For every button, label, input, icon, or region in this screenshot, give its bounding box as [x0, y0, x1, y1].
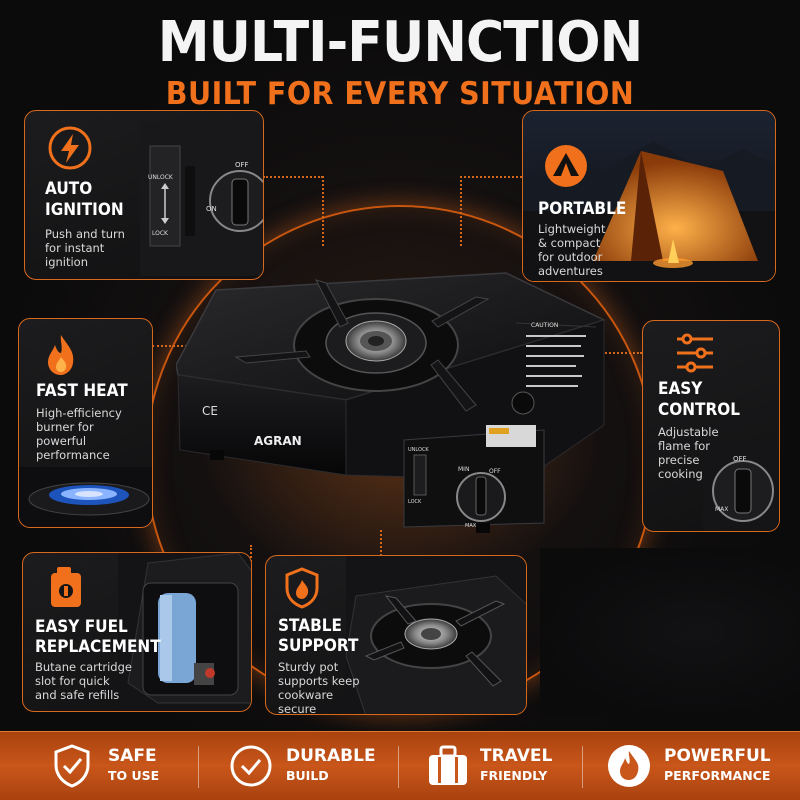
feature-desc: High-efficiency	[36, 406, 122, 420]
benefit-line1: POWERFUL	[664, 746, 771, 766]
connector-line	[322, 176, 324, 246]
lightning-icon	[48, 126, 92, 170]
ignition-knob-image: UNLOCK LOCK OFF ON	[140, 121, 263, 276]
feature-desc: secure	[278, 702, 317, 715]
benefit-line2: BUILD	[286, 768, 329, 783]
feature-desc: slot for quick	[35, 674, 110, 688]
benefit-line1: TRAVEL	[480, 746, 553, 766]
feature-desc: flame for	[658, 439, 711, 453]
brand-logo-text: AGRAN	[254, 434, 302, 448]
knob-max-label: MAX	[715, 506, 728, 513]
knob-off-label: OFF	[235, 161, 249, 169]
connector-line	[380, 530, 382, 560]
connector-line	[460, 176, 522, 178]
flame-badge-icon	[608, 745, 650, 787]
benefit-line1: DURABLE	[286, 746, 376, 766]
lock-lock-label: LOCK	[152, 230, 169, 237]
benefit-line1: SAFE	[108, 746, 157, 766]
knob-off-label: OFF	[733, 455, 747, 463]
feature-desc: adventures	[538, 264, 603, 278]
connector-line	[250, 545, 252, 565]
suitcase-icon	[429, 745, 467, 785]
knob-min-label: MIN	[458, 466, 469, 473]
tent-scene-image	[523, 111, 775, 281]
control-knob-image: OFF MAX	[703, 441, 779, 531]
benefit-line2: FRIENDLY	[480, 768, 548, 783]
feature-title: SUPPORT	[278, 636, 359, 656]
feature-desc: for instant	[45, 241, 105, 255]
feature-title: EASY	[658, 379, 703, 399]
ce-mark: CE	[202, 404, 218, 418]
feature-panel-portable: PORTABLE Lightweight & compact for outdo…	[522, 110, 776, 282]
feature-panel-stable-support: STABLE SUPPORT Sturdy pot supports keep …	[265, 555, 527, 715]
page-title: MULTI-FUNCTION	[157, 10, 644, 75]
flame-icon	[48, 335, 74, 375]
feature-desc: cooking	[658, 467, 703, 481]
feature-desc: ignition	[45, 255, 89, 269]
connector-line	[152, 345, 207, 347]
feature-title: STABLE	[278, 616, 342, 636]
caution-label: CAUTION	[531, 322, 558, 329]
benefit-line2: PERFORMANCE	[664, 768, 771, 783]
feature-desc: performance	[36, 448, 110, 462]
knob-off-label: OFF	[489, 468, 501, 475]
feature-desc: precise	[658, 453, 700, 467]
feature-panel-fast-heat: FAST HEAT High-efficiency burner for pow…	[18, 318, 153, 528]
feature-title: IGNITION	[45, 200, 124, 220]
stove-case-silhouette	[540, 548, 800, 718]
divider	[398, 746, 399, 788]
connector-line	[598, 352, 642, 354]
divider	[582, 746, 583, 788]
benefit-powerful: POWERFUL PERFORMANCE	[584, 732, 800, 800]
feature-title: EASY FUEL	[35, 617, 128, 637]
benefit-line2: TO USE	[108, 768, 160, 783]
benefits-bar: SAFE TO USE DURABLE BUILD TRAVEL FRIENDL…	[0, 731, 800, 800]
tent-icon	[545, 145, 587, 187]
page-subtitle: BUILT FOR EVERY SITUATION	[165, 76, 635, 112]
fuel-can-icon	[51, 567, 81, 607]
feature-title: REPLACEMENT	[35, 637, 161, 657]
feature-desc: cookware	[278, 688, 334, 702]
shield-check-icon	[54, 744, 90, 788]
feature-desc: & compact	[538, 236, 601, 250]
benefit-durable: DURABLE BUILD	[200, 732, 400, 800]
feature-title: FAST HEAT	[36, 381, 128, 401]
portable-stove-image: CAUTION CE AGRAN MIN OFF MAX UNLOCK LOCK	[176, 272, 606, 533]
check-circle-icon	[230, 745, 272, 787]
feature-desc: and safe refills	[35, 688, 120, 702]
blue-flame-burner-image	[19, 467, 152, 527]
knob-max-label: MAX	[465, 523, 477, 529]
lock-unlock-label: UNLOCK	[408, 447, 429, 453]
knob-on-label: ON	[206, 205, 217, 213]
benefit-travel: TRAVEL FRIENDLY	[400, 732, 580, 800]
feature-panel-easy-fuel: EASY FUEL REPLACEMENT Butane cartridge s…	[22, 552, 252, 712]
feature-panel-auto-ignition: UNLOCK LOCK OFF ON AUTO IGNITION Push an…	[24, 110, 264, 280]
feature-desc: Sturdy pot	[278, 660, 339, 674]
feature-desc: burner for	[36, 420, 94, 434]
feature-desc: Butane cartridge	[35, 660, 132, 674]
shield-icon	[285, 567, 319, 609]
connector-line	[263, 176, 323, 178]
pot-support-image	[346, 556, 526, 714]
connector-line	[460, 176, 462, 246]
lock-lock-label: LOCK	[408, 499, 422, 505]
feature-desc: Push and turn	[45, 227, 125, 241]
feature-desc: powerful	[36, 434, 87, 448]
feature-desc: supports keep	[278, 674, 360, 688]
feature-desc: Lightweight	[538, 222, 606, 236]
feature-panel-easy-control: OFF MAX EASY CONTROL Adjustable flame fo…	[642, 320, 780, 532]
lock-unlock-label: UNLOCK	[148, 174, 174, 181]
feature-desc: Adjustable	[658, 425, 719, 439]
feature-desc: for outdoor	[538, 250, 603, 264]
feature-title: AUTO	[45, 179, 93, 199]
sliders-icon	[677, 333, 713, 373]
feature-title: PORTABLE	[538, 199, 627, 219]
divider	[198, 746, 199, 788]
butane-cartridge-image	[118, 553, 251, 711]
feature-title: CONTROL	[658, 400, 741, 420]
benefit-safe: SAFE TO USE	[0, 732, 200, 800]
